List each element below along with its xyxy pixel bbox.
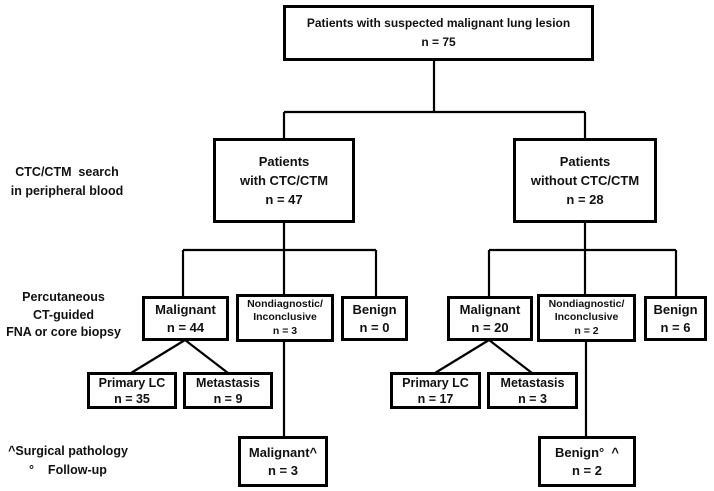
node-line: without CTC/CTM: [530, 173, 640, 188]
node-noctc-nondiagnostic: Nondiagnostic/ Inconclusive n = 2: [537, 294, 636, 342]
label-line: CTC/CTM search: [15, 165, 119, 179]
label-line: CT-guided: [32, 307, 95, 322]
node-line: Benign: [352, 301, 397, 317]
node-line: Metastasis: [196, 375, 260, 390]
label-line: ° Follow-up: [29, 463, 107, 477]
node-noctc-metastasis: Metastasis n = 3: [487, 372, 578, 409]
node-noctc-benign: Benign n = 6: [644, 296, 707, 341]
label-footnotes: ^Surgical pathology ° Follow-up: [0, 442, 136, 480]
label-line: Percutaneous: [22, 290, 105, 304]
node-line: Benign: [653, 301, 698, 317]
node-line: Inconclusive: [253, 311, 317, 324]
node-line: n = 6: [660, 319, 691, 335]
node-ctc-primary-lc: Primary LC n = 35: [87, 372, 177, 409]
node-line: n = 47: [265, 192, 303, 207]
node-line: Nondiagnostic/: [548, 297, 625, 310]
node-ctc-nondiagnostic: Nondiagnostic/ Inconclusive n = 3: [236, 294, 334, 342]
node-noctc-followup-benign: Benign° ^ n = 2: [538, 436, 636, 487]
node-line: n = 3: [272, 324, 298, 337]
label-biopsy-method: Percutaneous CT-guided FNA or core biops…: [0, 289, 127, 342]
node-line: Malignant^: [248, 444, 318, 460]
node-line: n = 20: [471, 319, 509, 335]
node-line: Patients: [258, 154, 310, 169]
node-line: n = 17: [417, 391, 454, 406]
node-with-ctc: Patients with CTC/CTM n = 47: [213, 138, 355, 223]
node-line: n = 75: [421, 35, 456, 49]
node-line: n = 44: [166, 319, 205, 335]
node-ctc-malignant: Malignant n = 44: [142, 296, 229, 341]
node-line: n = 0: [359, 319, 390, 335]
node-line: Benign° ^: [554, 444, 620, 460]
node-line: n = 3: [518, 391, 547, 406]
node-line: Inconclusive: [554, 311, 619, 324]
node-without-ctc: Patients without CTC/CTM n = 28: [513, 138, 657, 223]
node-line: Malignant: [459, 301, 521, 317]
node-line: n = 3: [268, 462, 298, 478]
node-ctc-followup-malignant: Malignant^ n = 3: [238, 436, 328, 487]
node-noctc-primary-lc: Primary LC n = 17: [390, 372, 481, 409]
node-line: Malignant: [155, 301, 216, 317]
node-line: Primary LC: [98, 375, 166, 390]
label-line: FNA or core biopsy: [6, 325, 121, 339]
node-line: Primary LC: [402, 375, 469, 390]
node-noctc-malignant: Malignant n = 20: [447, 296, 533, 341]
label-line: ^Surgical pathology: [8, 444, 128, 458]
node-line: Metastasis: [500, 375, 565, 390]
node-line: Nondiagnostic/: [247, 297, 323, 310]
node-line: n = 9: [213, 391, 243, 406]
node-line: n = 2: [574, 324, 599, 337]
label-ctc-search: CTC/CTM search in peripheral blood: [0, 163, 134, 201]
node-line: with CTC/CTM: [239, 173, 329, 188]
node-line: n = 28: [566, 192, 604, 207]
node-line: Patients: [559, 154, 611, 169]
node-ctc-benign: Benign n = 0: [341, 296, 408, 341]
node-ctc-metastasis: Metastasis n = 9: [183, 372, 273, 409]
node-line: n = 35: [114, 391, 150, 406]
label-line: in peripheral blood: [10, 184, 124, 198]
node-suspected-lesion: Patients with suspected malignant lung l…: [283, 5, 594, 61]
node-line: n = 2: [572, 462, 602, 478]
node-line: Patients with suspected malignant lung l…: [306, 16, 571, 30]
